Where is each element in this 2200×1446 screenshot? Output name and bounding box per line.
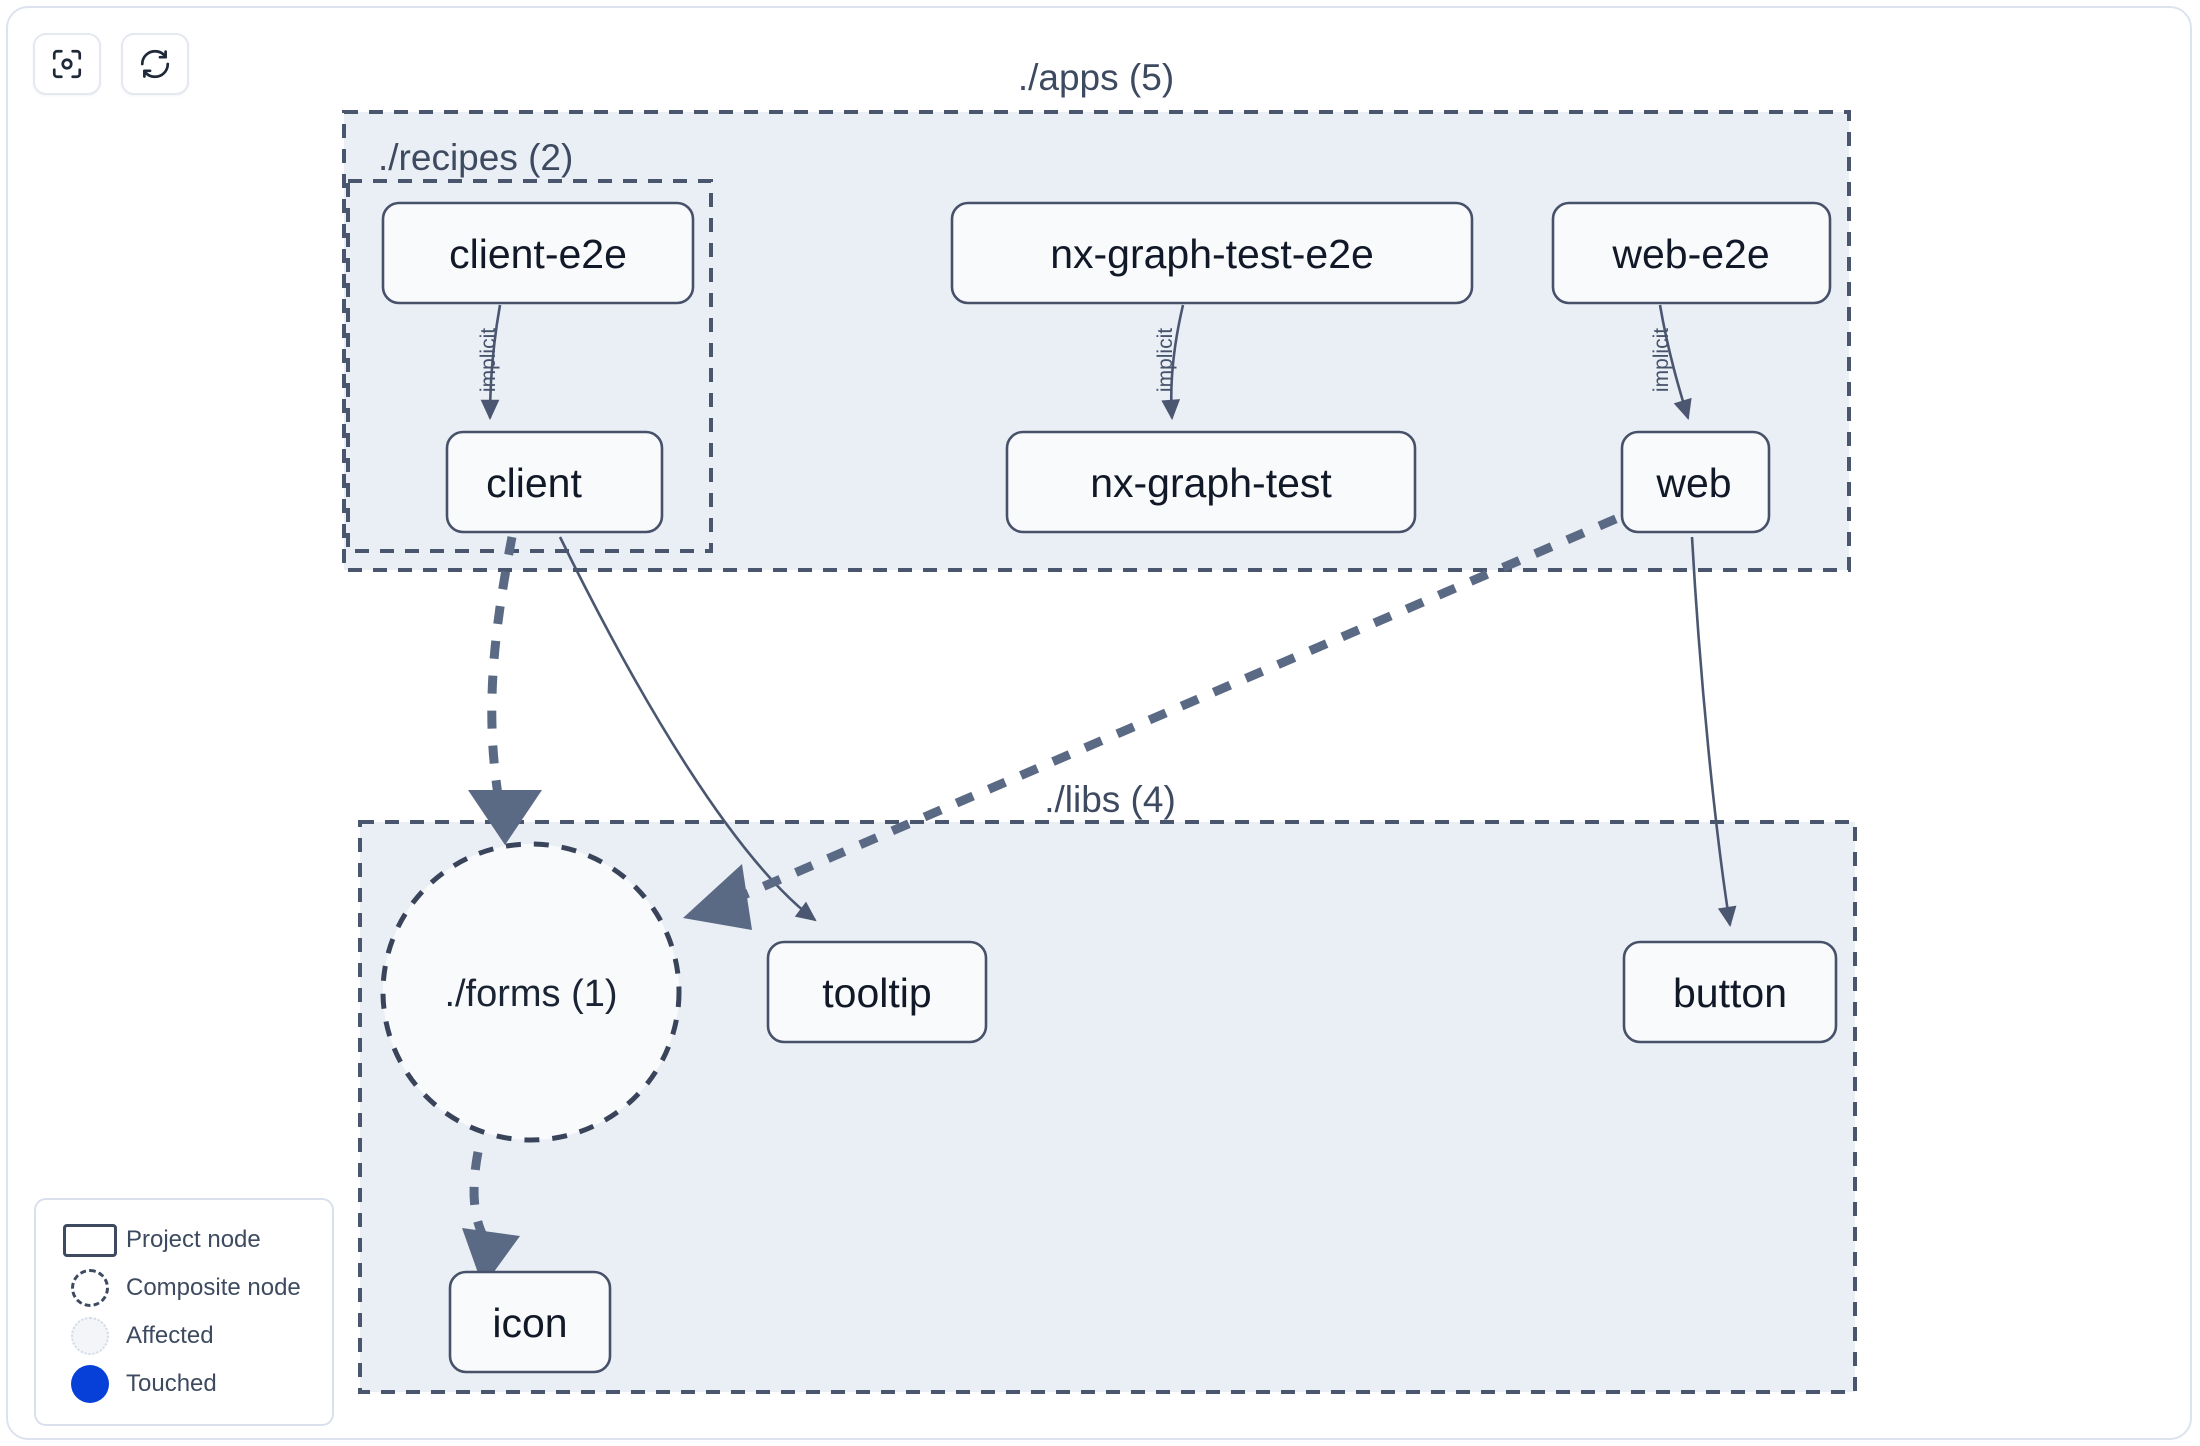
project-node-swatch <box>54 1223 126 1257</box>
edge-label-implicit-1: implicit <box>477 328 500 392</box>
edge-forms-to-icon[interactable] <box>462 1151 520 1287</box>
legend-item-project-node: Project node <box>54 1216 314 1264</box>
edge-web-to-forms[interactable] <box>683 500 1650 930</box>
node-forms-composite[interactable]: ./forms (1) <box>380 841 682 1143</box>
node-nx-graph-test[interactable]: nx-graph-test <box>1005 430 1417 534</box>
edge-client-e2e-to-client[interactable]: implicit <box>477 304 502 421</box>
edge-nxgraphteste2e-to-nxgraphtest[interactable]: implicit <box>1154 304 1185 421</box>
node-web-e2e-label: web-e2e <box>1611 231 1769 277</box>
legend-label-touched: Touched <box>126 1370 217 1397</box>
focus-target-icon <box>50 47 84 81</box>
node-tooltip[interactable]: tooltip <box>766 940 988 1044</box>
node-web[interactable]: web <box>1620 430 1771 534</box>
edge-label-implicit-2: implicit <box>1154 328 1177 392</box>
node-client-label: client <box>486 460 582 506</box>
edge-label-implicit-3: implicit <box>1650 328 1673 392</box>
node-nx-graph-test-e2e[interactable]: nx-graph-test-e2e <box>950 201 1474 305</box>
legend-item-composite-node: Composite node <box>54 1264 314 1312</box>
node-client-e2e[interactable]: client-e2e <box>381 201 695 305</box>
node-icon-label: icon <box>492 1300 567 1346</box>
touched-swatch <box>54 1365 126 1403</box>
group-apps-label: ./apps (5) <box>1018 57 1174 98</box>
node-forms-label: ./forms (1) <box>444 973 617 1015</box>
node-web-e2e[interactable]: web-e2e <box>1551 201 1832 305</box>
node-button[interactable]: button <box>1622 940 1838 1044</box>
graph-toolbar <box>33 33 189 95</box>
edge-client-to-forms[interactable] <box>468 536 542 845</box>
node-button-label: button <box>1673 970 1787 1016</box>
edge-client-to-tooltip[interactable] <box>558 536 817 922</box>
legend-label-project-node: Project node <box>126 1226 261 1253</box>
group-recipes-label: ./recipes (2) <box>378 137 573 178</box>
legend-label-affected: Affected <box>126 1322 214 1349</box>
node-icon[interactable]: icon <box>448 1270 612 1374</box>
composite-node-swatch <box>54 1269 126 1307</box>
node-nx-graph-test-label: nx-graph-test <box>1090 460 1332 506</box>
node-client[interactable]: client <box>445 430 664 534</box>
node-client-e2e-label: client-e2e <box>449 231 627 277</box>
graph-legend: Project node Composite node Affected Tou… <box>34 1198 334 1426</box>
node-tooltip-label: tooltip <box>822 970 931 1016</box>
node-nx-graph-test-e2e-label: nx-graph-test-e2e <box>1050 231 1374 277</box>
group-libs-label: ./libs (4) <box>1044 779 1176 820</box>
edge-web-to-button[interactable] <box>1690 536 1737 928</box>
legend-label-composite-node: Composite node <box>126 1274 301 1301</box>
affected-swatch <box>54 1317 126 1355</box>
refresh-graph-button[interactable] <box>121 33 189 95</box>
legend-item-affected: Affected <box>54 1312 314 1360</box>
legend-item-touched: Touched <box>54 1360 314 1408</box>
edge-webe2e-to-web[interactable]: implicit <box>1650 304 1692 420</box>
refresh-icon <box>138 47 172 81</box>
node-web-label: web <box>1655 460 1731 506</box>
focus-graph-button[interactable] <box>33 33 101 95</box>
